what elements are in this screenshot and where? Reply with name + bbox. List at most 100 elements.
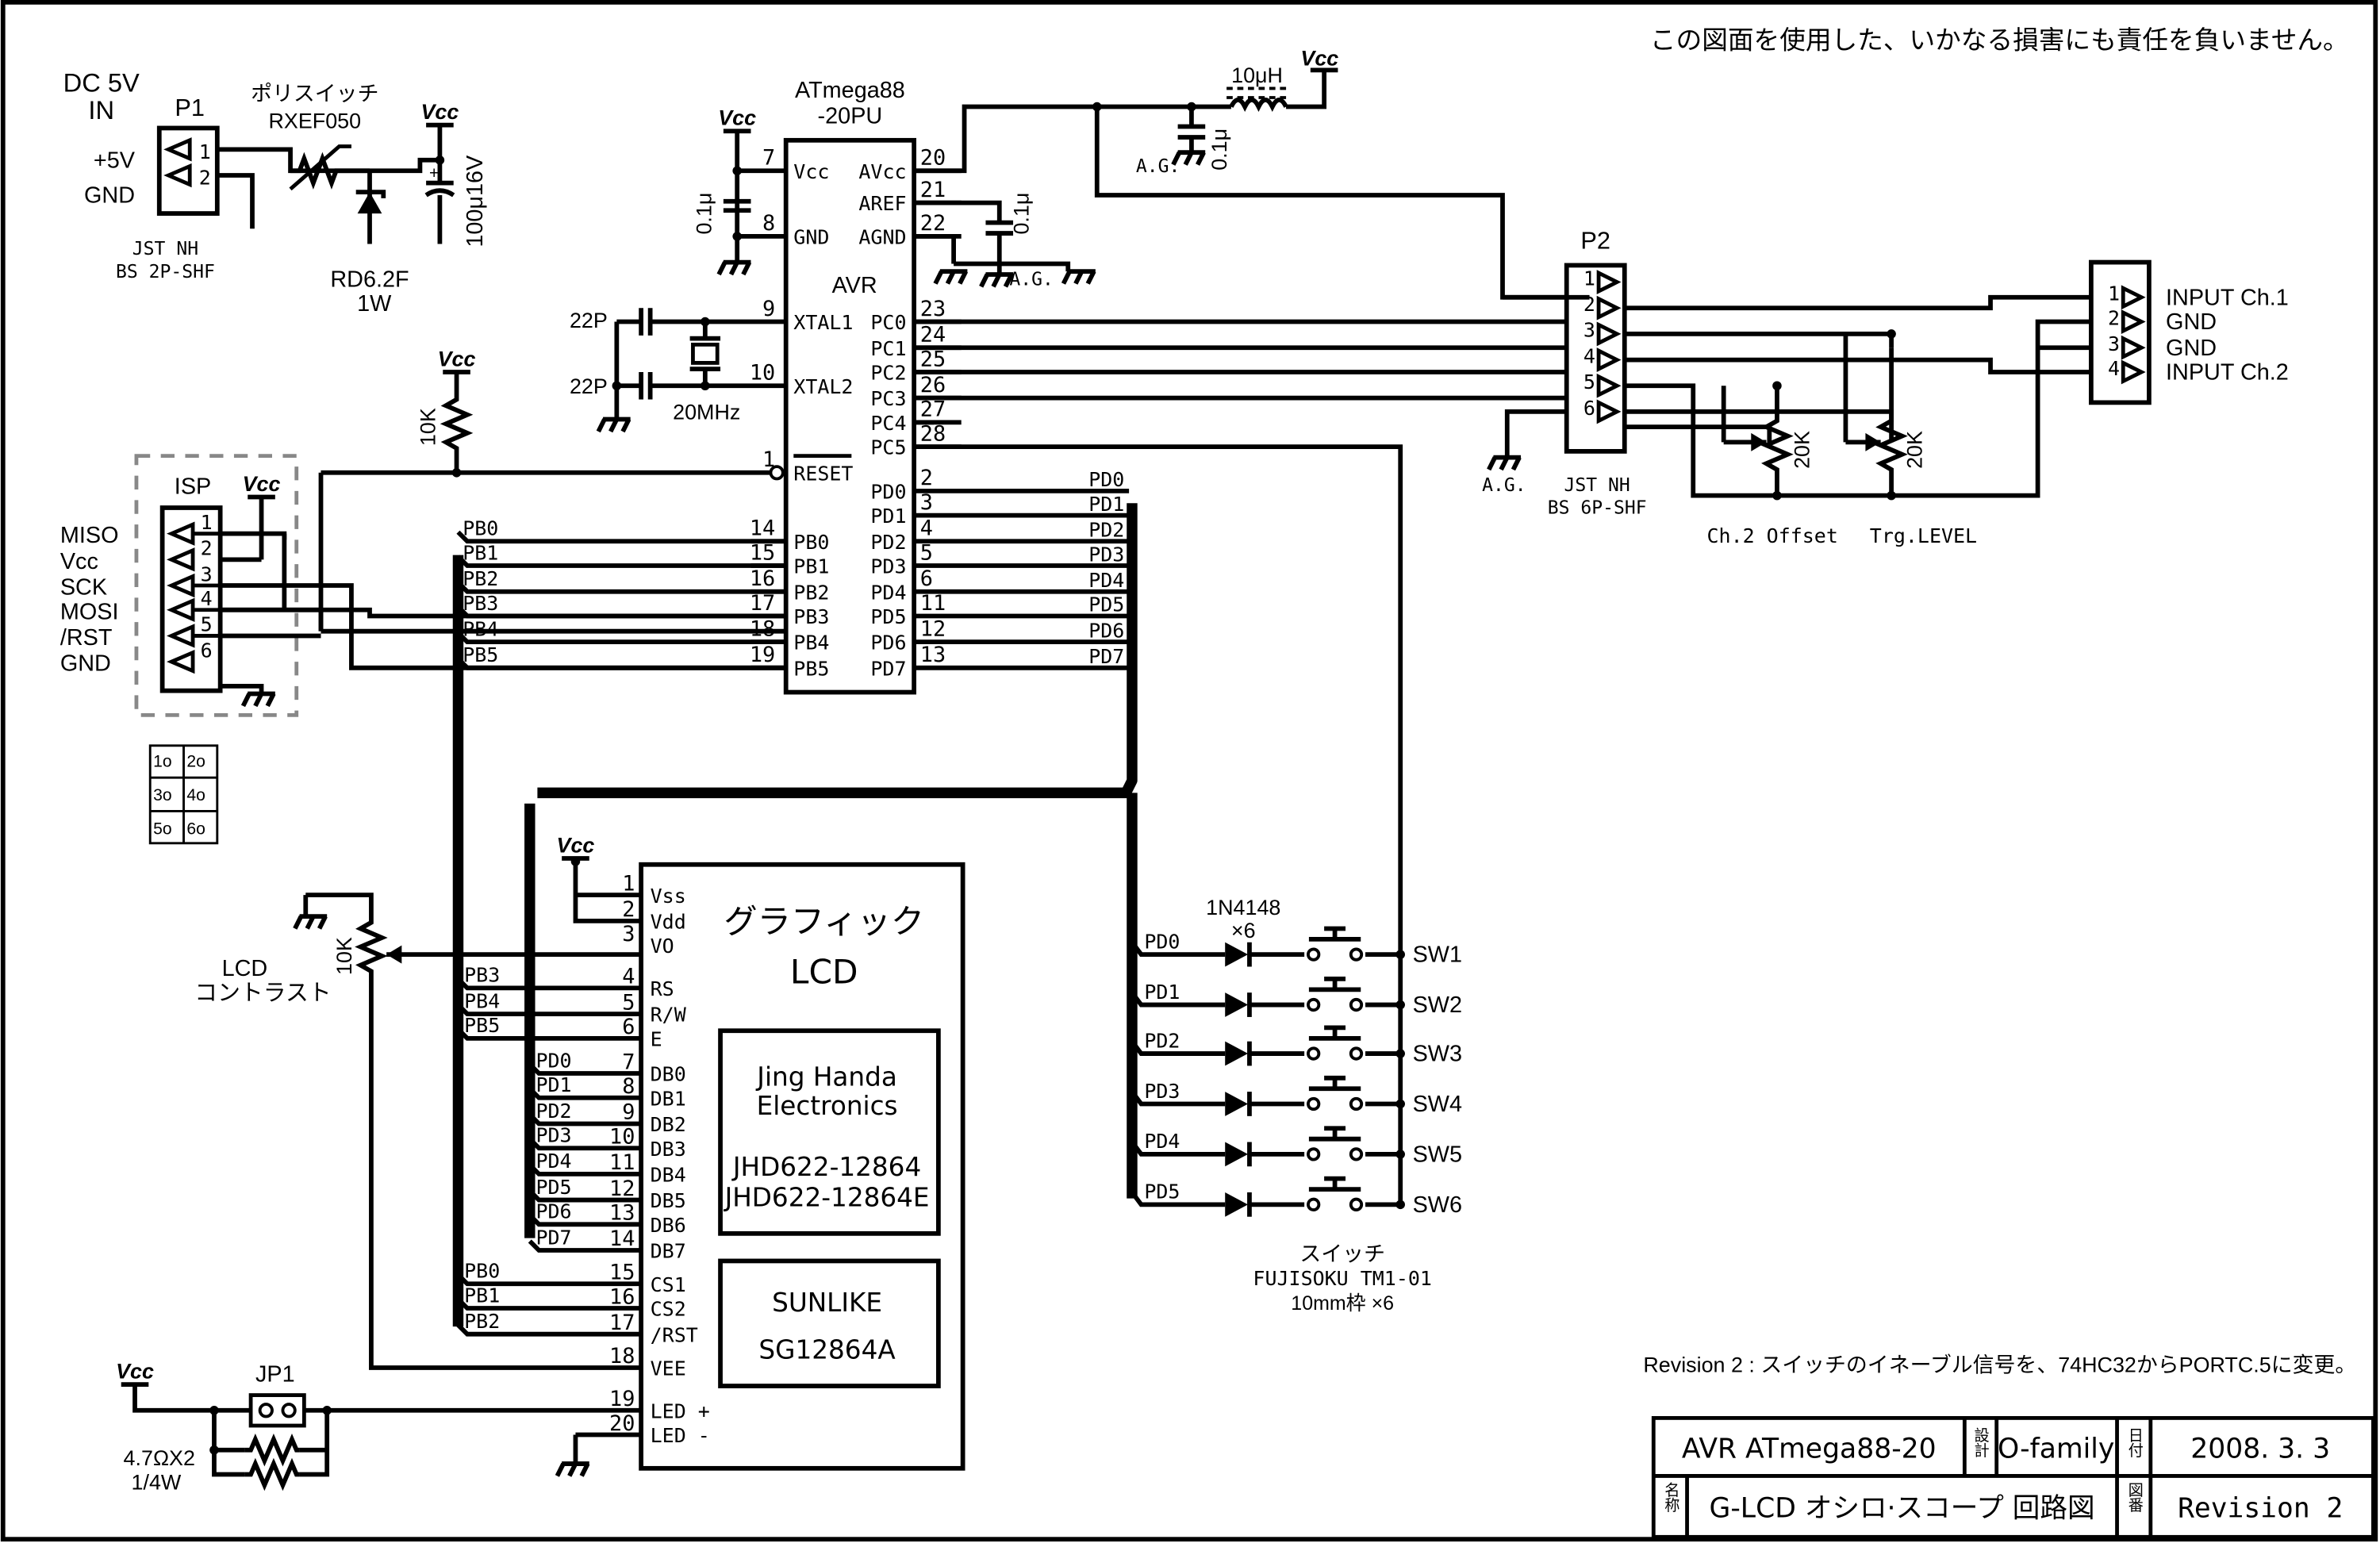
input-signal-label: INPUT Ch.2 <box>2166 360 2289 386</box>
filter-cap-icon <box>1171 124 1206 166</box>
p2-pin-number: 4 <box>1583 344 1595 367</box>
isp-signal-label: MOSI <box>60 599 119 624</box>
switch-contact <box>1307 1046 1321 1061</box>
mcu-pin-number: 24 <box>920 323 946 347</box>
mcu-pin-number: 13 <box>920 643 946 667</box>
disclaimer-notice: この図面を使用した、いかなる損害にも責任を負いません。 <box>1650 25 2349 55</box>
title-block-drawing-label: 図番 <box>2125 1482 2144 1512</box>
junction-dot <box>701 381 710 391</box>
contrast-pot-value: 10K <box>332 937 356 975</box>
pb-net-label: PB4 <box>463 617 498 640</box>
switch-wire <box>1130 1191 1401 1207</box>
mcu-pin-number: 3 <box>920 490 933 515</box>
ground-icon <box>716 259 752 276</box>
lcd-net-label: PB5 <box>464 1014 500 1037</box>
mcu-pin-name: PD5 <box>870 605 906 628</box>
isp-pinout-cell: 3o <box>153 786 172 804</box>
junction-dot <box>322 1406 332 1415</box>
mcu-pin-number: 21 <box>920 178 946 202</box>
switch-label-1: スイッチ <box>1299 1242 1385 1265</box>
aref-wiring <box>914 200 1071 274</box>
input-pin-arrow <box>2121 359 2146 385</box>
lcd-pin-name: DB1 <box>651 1087 686 1110</box>
isp-header-label: ISP <box>175 474 211 500</box>
isp-pin-arrow <box>167 649 195 674</box>
contrast-label-1: LCD <box>222 956 268 981</box>
reset-inversion-bubble <box>769 465 785 481</box>
lcd-bus-entry <box>456 1027 642 1041</box>
switch-contact <box>1349 1197 1364 1211</box>
diode-icon <box>1225 1142 1249 1167</box>
lcd-net-label: PB3 <box>464 964 500 987</box>
pot-trigger-label: Trg.LEVEL <box>1870 524 1977 547</box>
inductor-value: 10μH <box>1231 63 1283 87</box>
input-signal-label: GND <box>2166 309 2217 335</box>
input-signal-label: INPUT Ch.1 <box>2166 285 2289 310</box>
p2-signal-wiring <box>1624 294 2106 498</box>
pot-trigger-value: 20K <box>1903 431 1927 469</box>
isp-pinout-cell: 5o <box>153 820 172 838</box>
isp-pin-number: 2 <box>201 537 213 560</box>
lcd-pin-number: 18 <box>609 1344 635 1368</box>
ground-icon <box>1061 269 1096 285</box>
title-block-title: G-LCD オシロ·スコープ 回路図 <box>1710 1492 2095 1524</box>
pd-net-label: PD5 <box>1088 593 1124 616</box>
mcu-pin-name: PC5 <box>870 436 906 459</box>
zener-part: RD6.2F <box>330 267 409 292</box>
title-block-project: AVR ATmega88-20 <box>1682 1433 1937 1464</box>
mcu-pin-number: 1 <box>762 447 775 472</box>
mcu-pin-number: 11 <box>920 591 946 616</box>
input-pin-number: 4 <box>2108 357 2120 380</box>
pd-net-label: PD3 <box>1088 543 1124 566</box>
pb-net-label: PB0 <box>463 517 498 540</box>
input-pin-arrow <box>2121 335 2146 360</box>
crystal-frequency: 20MHz <box>673 401 740 424</box>
lcd-pin-name: CS2 <box>651 1298 686 1321</box>
title-block-design-label: 設計 <box>1971 1427 1990 1458</box>
diode-count: ×6 <box>1231 919 1256 942</box>
switch-contact <box>1349 947 1364 962</box>
pb-net-label: PB5 <box>463 643 498 666</box>
analog-ground-label: A.G. <box>1009 269 1054 290</box>
lcd-net-label: PD5 <box>536 1176 571 1199</box>
pd-net-label: PD7 <box>1088 645 1124 668</box>
lcd-pin-name: VO <box>651 935 674 958</box>
lcd-pin-name: RS <box>651 977 674 1000</box>
junction-dot <box>612 381 622 391</box>
junction-dot <box>1887 329 1896 339</box>
polyswitch-slash <box>289 144 351 191</box>
title-block: AVR ATmega88-20 設計 O-family 日付 2008. 3. … <box>1651 1415 2375 1539</box>
input-connector-body <box>2088 259 2152 405</box>
lcd-pin-name: LED - <box>651 1424 710 1447</box>
diode-icon <box>1225 992 1249 1017</box>
lcd-maker-box <box>718 1028 941 1236</box>
junction-dot <box>209 1445 219 1455</box>
mcu-vcc-wiring <box>723 129 786 263</box>
mcu-pin-name: AVcc <box>858 160 906 183</box>
mcu-pin-number: 6 <box>920 566 933 591</box>
lcd-pin-name: E <box>651 1027 662 1050</box>
lcd-brand: SUNLIKE <box>772 1288 882 1318</box>
input-pin-arrow <box>2121 309 2146 334</box>
lcd-pin-name: DB6 <box>651 1214 686 1237</box>
isp-mosi-wiring <box>220 533 786 619</box>
switch-name: SW5 <box>1413 1142 1462 1168</box>
isp-pin-number: 6 <box>201 639 213 662</box>
p2-ag-label: A.G. <box>1482 475 1526 496</box>
switch-name: SW6 <box>1413 1192 1462 1218</box>
filter-cap-value: 0.1μ <box>1207 129 1231 171</box>
avcc-filter-wiring <box>914 70 1590 300</box>
polyswitch-label: ポリスイッチ <box>251 82 378 106</box>
lcd-pin-number: 6 <box>622 1015 635 1039</box>
lcd-pin-number: 20 <box>609 1411 635 1436</box>
pb-bus-entry <box>456 581 786 594</box>
junction-dot <box>1395 1200 1405 1210</box>
pb-bus-entry <box>456 555 786 568</box>
isp-pin-number: 1 <box>201 511 213 534</box>
mcu-pin-number: 17 <box>750 591 775 616</box>
switch-wire <box>1130 941 1401 958</box>
isp-signal-label: MISO <box>60 523 119 548</box>
crystal-wiring <box>614 308 786 420</box>
lcd-pin-number: 7 <box>622 1050 635 1074</box>
